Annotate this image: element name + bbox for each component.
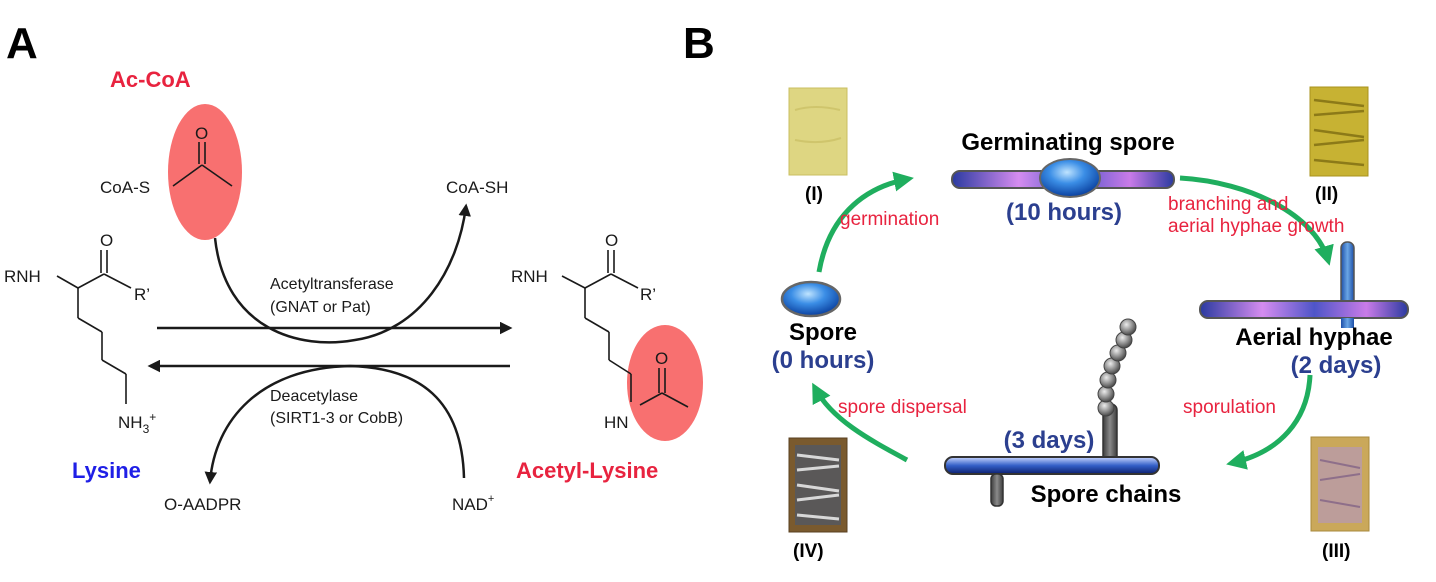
acetyl-group-oxygen: O xyxy=(655,349,668,368)
germinating-spore-label: Germinating spore xyxy=(961,129,1174,156)
panel-b-label: B xyxy=(683,19,715,68)
nad-label: NAD+ xyxy=(452,493,494,514)
panel-b: B (I) (II) (III) (IV) Germinati xyxy=(683,19,1409,562)
acetyltransferase-examples: (GNAT or Pat) xyxy=(270,299,371,316)
lysine-rnh: RNH xyxy=(4,267,41,286)
germination-label: germination xyxy=(840,209,939,230)
acoa-structure xyxy=(172,142,233,187)
spore-dispersal-label: spore dispersal xyxy=(838,397,967,418)
germination-arrow xyxy=(816,171,914,273)
deacetylase-label: Deacetylase xyxy=(270,388,358,405)
photo-iii xyxy=(1310,436,1370,532)
acoa-highlight xyxy=(168,104,242,240)
aerial-hyphae-label: Aerial hyphae xyxy=(1235,324,1392,351)
aerial-hyphae-illustration xyxy=(1199,241,1409,328)
spore-chains-time: (3 days) xyxy=(1004,427,1095,454)
germinating-spore-time: (10 hours) xyxy=(1006,199,1122,226)
photo-i-label: (I) xyxy=(805,184,823,205)
spore-label: Spore xyxy=(789,319,857,346)
branching-label-line1: branching and xyxy=(1168,194,1288,215)
acoa-oxygen: O xyxy=(195,124,208,143)
panel-a: A Ac-CoA O CoA-S CoA-SH O RNH R’ xyxy=(4,19,703,514)
o-aadpr-label: O-AADPR xyxy=(164,495,241,514)
germinating-spore-illustration xyxy=(951,158,1175,198)
branching-arrow xyxy=(1179,175,1334,266)
deacetylase-examples: (SIRT1-3 or CobB) xyxy=(270,410,403,427)
photo-iv-label: (IV) xyxy=(793,541,824,562)
photo-ii-label: (II) xyxy=(1315,184,1338,205)
spore-chains-illustration xyxy=(944,318,1160,507)
lysine-label: Lysine xyxy=(72,458,141,483)
panel-a-label: A xyxy=(6,19,38,68)
branching-label-line2: aerial hyphae growth xyxy=(1168,216,1344,237)
acetyltransferase-label: Acetyltransferase xyxy=(270,276,394,293)
acetyl-lysine-r-prime: R’ xyxy=(640,285,656,304)
coa-s-label: CoA-S xyxy=(100,178,150,197)
lysine-oxygen: O xyxy=(100,231,113,250)
photo-ii xyxy=(1309,86,1369,177)
nad-consumption-arrow xyxy=(204,364,466,485)
spore-dispersal-arrow xyxy=(812,382,909,463)
photo-i xyxy=(788,87,848,176)
acoa-label: Ac-CoA xyxy=(110,67,191,92)
aerial-hyphae-time: (2 days) xyxy=(1291,352,1382,379)
spore-time: (0 hours) xyxy=(772,347,875,374)
spore-chains-label: Spore chains xyxy=(1031,481,1182,508)
lysine-amine: NH3+ xyxy=(118,410,156,436)
sporulation-label: sporulation xyxy=(1183,397,1276,418)
lysine-r-prime: R’ xyxy=(134,285,150,304)
acetyl-lysine-label: Acetyl-Lysine xyxy=(516,458,658,483)
acetyl-lysine-rnh: RNH xyxy=(511,267,548,286)
coa-release-arrow xyxy=(213,203,471,344)
sporulation-arrow xyxy=(1226,374,1313,470)
acetyl-lysine-oxygen: O xyxy=(605,231,618,250)
spore-illustration xyxy=(780,280,842,318)
photo-iv xyxy=(788,437,848,533)
acetyl-lysine-structure xyxy=(561,250,689,408)
coa-sh-label: CoA-SH xyxy=(446,178,508,197)
photo-iii-label: (III) xyxy=(1322,541,1351,562)
acetyl-lysine-hn: HN xyxy=(604,413,629,432)
lysine-structure xyxy=(56,250,132,404)
